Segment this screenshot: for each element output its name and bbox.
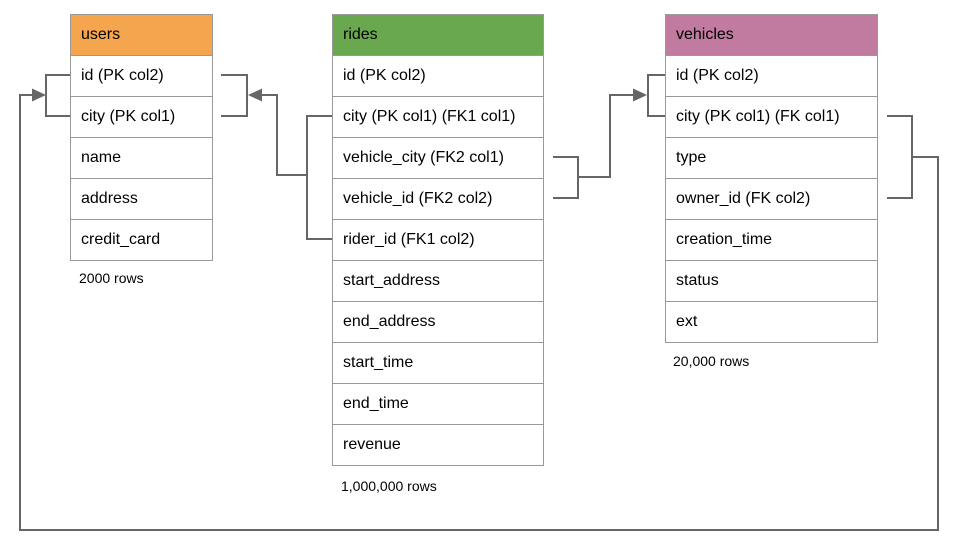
table-row: owner_id (FK col2) — [666, 179, 877, 220]
table-row: id (PK col2) — [333, 56, 543, 97]
table-row: creation_time — [666, 220, 877, 261]
table-row: address — [71, 179, 212, 220]
connector-rides-fk1-to-users-pk — [248, 88, 332, 240]
table-row: city (PK col1) (FK1 col1) — [333, 97, 543, 138]
arrowhead-to-users-right — [248, 88, 262, 102]
table-row: end_time — [333, 384, 543, 425]
connector-rides-fk2-to-vehicles-pk — [553, 88, 647, 199]
table-row: start_address — [333, 261, 543, 302]
table-row: start_time — [333, 343, 543, 384]
table-row: name — [71, 138, 212, 179]
table-row: credit_card — [71, 220, 212, 260]
table-row: revenue — [333, 425, 543, 465]
table-vehicles: vehicles id (PK col2) city (PK col1) (FK… — [665, 14, 878, 343]
table-row: city (PK col1) — [71, 97, 212, 138]
table-vehicles-header: vehicles — [666, 15, 877, 56]
table-row: type — [666, 138, 877, 179]
rides-row-count: 1,000,000 rows — [341, 478, 437, 494]
connector-vehicles-fk-to-users-pk — [19, 88, 939, 531]
arrowhead-to-vehicles-left — [633, 88, 647, 102]
table-users: users id (PK col2) city (PK col1) name a… — [70, 14, 213, 261]
table-row: id (PK col2) — [666, 56, 877, 97]
table-row: end_address — [333, 302, 543, 343]
table-rides: rides id (PK col2) city (PK col1) (FK1 c… — [332, 14, 544, 466]
table-row: id (PK col2) — [71, 56, 212, 97]
table-row: city (PK col1) (FK col1) — [666, 97, 877, 138]
users-row-count: 2000 rows — [79, 270, 144, 286]
vehicles-row-count: 20,000 rows — [673, 353, 750, 369]
table-row: vehicle_city (FK2 col1) — [333, 138, 543, 179]
users-pk-bracket-left — [45, 74, 70, 117]
table-row: status — [666, 261, 877, 302]
users-pk-bracket-right — [221, 74, 248, 117]
table-row: rider_id (FK1 col2) — [333, 220, 543, 261]
table-row: ext — [666, 302, 877, 342]
table-rides-header: rides — [333, 15, 543, 56]
vehicles-pk-bracket-left — [647, 74, 665, 117]
table-users-header: users — [71, 15, 212, 56]
arrowhead-to-users-left — [32, 88, 46, 102]
table-row: vehicle_id (FK2 col2) — [333, 179, 543, 220]
